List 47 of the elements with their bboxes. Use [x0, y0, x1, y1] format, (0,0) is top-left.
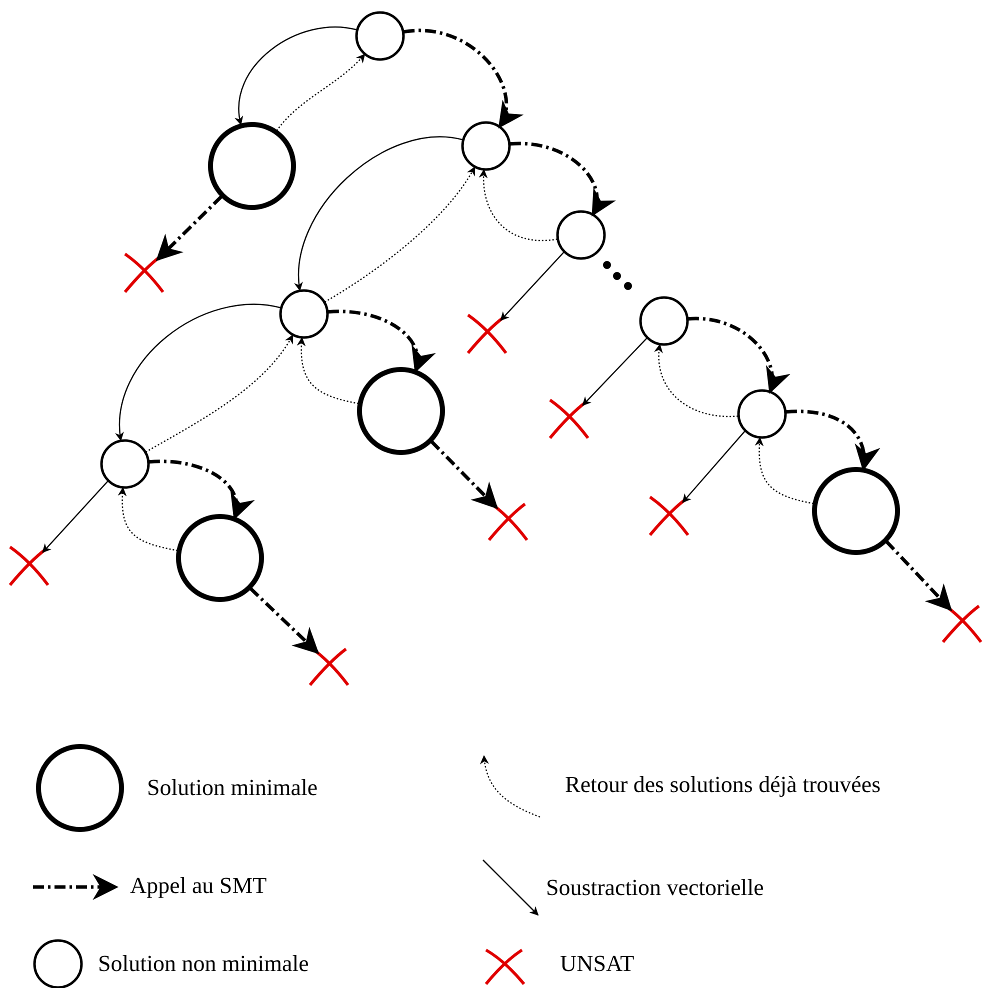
arrow	[116, 304, 281, 442]
legend-label: Solution minimale	[147, 774, 318, 802]
solution-circle	[279, 289, 329, 339]
unsat-cross	[8, 543, 52, 587]
legend-label: Appel au SMT	[130, 872, 267, 900]
minimal-solution-circle	[207, 121, 297, 211]
arrow	[885, 540, 952, 612]
arrow	[156, 195, 223, 262]
legend-label: UNSAT	[560, 950, 634, 978]
arrow	[404, 28, 522, 129]
legend-label: Soustraction vectorielle	[546, 874, 764, 902]
solution-circle	[556, 210, 606, 260]
unsat-cross	[123, 250, 167, 294]
arrow	[42, 480, 108, 553]
arrow	[276, 54, 366, 132]
arrow	[654, 344, 738, 418]
arrow	[430, 440, 498, 510]
solution-circle	[737, 389, 787, 439]
arrow	[754, 437, 814, 504]
arrow	[148, 460, 253, 520]
arrow	[688, 316, 788, 394]
solution-circle	[639, 296, 689, 346]
legend-label: Retour des solutions déjà trouvées	[565, 771, 881, 799]
solution-circle	[355, 11, 405, 61]
arrow	[682, 430, 746, 503]
arrow	[582, 338, 648, 406]
arrow	[118, 487, 178, 552]
arrow	[510, 142, 614, 217]
unsat-cross	[466, 311, 510, 355]
arrow	[294, 136, 463, 292]
arrow	[328, 310, 434, 374]
legend-label: Solution non minimale	[98, 950, 309, 978]
arrow	[297, 337, 359, 404]
arrow	[145, 334, 294, 453]
minimal-solution-circle	[811, 466, 901, 556]
solution-circle	[100, 439, 150, 489]
solution-circle	[461, 121, 511, 171]
arrow	[235, 26, 357, 126]
arrow	[786, 410, 879, 472]
minimal-solution-circle	[356, 366, 446, 456]
arrow	[479, 169, 558, 242]
arrow	[249, 587, 320, 654]
minimal-solution-circle	[175, 513, 265, 603]
unsat-cross	[648, 493, 692, 537]
unsat-cross	[548, 396, 592, 440]
arrow	[324, 166, 476, 303]
arrow	[500, 252, 564, 321]
